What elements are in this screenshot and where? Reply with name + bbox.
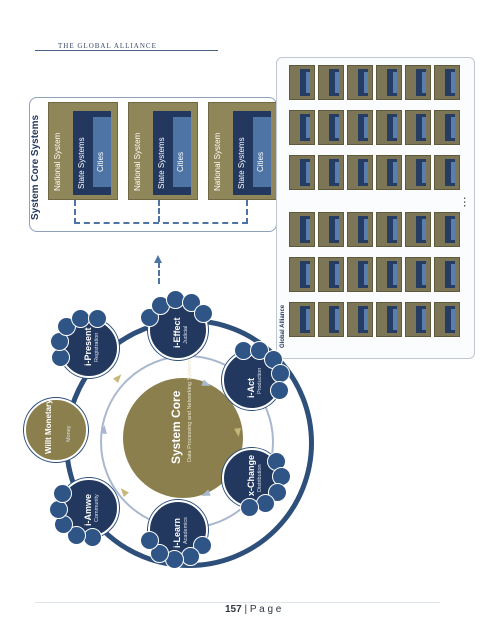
page-label: P a g e: [249, 604, 282, 615]
global-alliance-label: Global Alliance: [280, 304, 286, 348]
node-petal: [270, 380, 290, 400]
cities-box: Cities: [173, 117, 191, 187]
alliance-mini-system: [318, 110, 344, 145]
alliance-mini-system: [405, 212, 431, 247]
dashed-link-to-cycle: [158, 262, 160, 284]
national-system-label: National System: [213, 132, 222, 191]
alliance-mini-system: [289, 302, 315, 337]
alliance-mini-system: [405, 155, 431, 190]
node-title: i-Amwe: [83, 493, 93, 526]
node-title: x-Change: [246, 454, 256, 496]
cities-label: Cities: [176, 151, 185, 172]
node-subtitle: Money: [66, 425, 72, 442]
node-title: i-Effect: [172, 317, 182, 348]
node-title: i-Act: [246, 378, 256, 398]
dashed-connector-mid: [158, 200, 160, 222]
footer-rule: [35, 602, 440, 603]
node-petal: [150, 544, 170, 564]
alliance-mini-system: [405, 65, 431, 100]
alliance-mini-system: [318, 65, 344, 100]
alliance-mini-system: [347, 257, 373, 292]
system-core-title: System Core Systems: [30, 114, 41, 220]
node-petal: [140, 531, 160, 551]
alliance-mini-system: [434, 257, 460, 292]
node-subtitle: Judicial: [183, 325, 189, 344]
alliance-mini-system: [376, 302, 402, 337]
alliance-mini-system: [405, 302, 431, 337]
page-number: 157: [225, 604, 242, 615]
cities-box: Cities: [93, 117, 111, 187]
national-system-label: National System: [53, 132, 62, 191]
header-rule: [35, 50, 218, 51]
dashed-connector: [74, 200, 248, 224]
alliance-mini-system: [434, 155, 460, 190]
alliance-mini-system: [347, 302, 373, 337]
node-title: i-Learn: [172, 517, 182, 548]
alliance-mini-system: [434, 302, 460, 337]
node-petal: [193, 304, 213, 324]
alliance-mini-system: [347, 212, 373, 247]
node-petal: [87, 309, 107, 329]
alliance-mini-system: [318, 212, 344, 247]
alliance-mini-system: [289, 155, 315, 190]
alliance-mini-system: [318, 155, 344, 190]
page-separator: |: [244, 604, 248, 615]
alliance-mini-system: [434, 65, 460, 100]
system-tile-3: National System State Systems Cities: [208, 102, 278, 200]
alliance-mini-system: [289, 212, 315, 247]
system-core-title: System Core: [169, 390, 183, 464]
page-footer: 157 | P a g e: [225, 604, 281, 615]
node-petal: [67, 525, 87, 545]
cities-label: Cities: [96, 151, 105, 172]
state-systems-label: State Systems: [237, 137, 246, 189]
running-header: THE GLOBAL ALLIANCE: [58, 42, 157, 50]
alliance-mini-system: [434, 212, 460, 247]
state-systems-label: State Systems: [77, 137, 86, 189]
alliance-mini-system: [347, 155, 373, 190]
node-petal: [240, 497, 260, 517]
alliance-mini-system: [347, 65, 373, 100]
node-petal: [52, 483, 72, 503]
state-systems-label: State Systems: [157, 137, 166, 189]
system-core-subtitle: Data Processing and Networking Systems: [187, 359, 193, 462]
node-subtitle: Community: [94, 494, 100, 522]
node-title: Willt Monetary System: [44, 368, 53, 454]
alliance-mini-system: [405, 110, 431, 145]
cities-label: Cities: [256, 151, 265, 172]
alliance-mini-system: [376, 212, 402, 247]
node-subtitle: Registration: [94, 332, 100, 362]
alliance-mini-system: [289, 65, 315, 100]
alliance-mini-system: [347, 110, 373, 145]
cities-box: Cities: [253, 117, 271, 187]
node-subtitle: Academics: [183, 517, 189, 544]
node-petal: [50, 348, 70, 368]
up-arrow-icon: [154, 255, 162, 263]
alliance-mini-system: [405, 257, 431, 292]
alliance-mini-system: [318, 257, 344, 292]
node-subtitle: Production: [257, 367, 263, 394]
alliance-mini-system: [318, 302, 344, 337]
system-tile-2: National System State Systems Cities: [128, 102, 198, 200]
ellipsis: …: [461, 196, 475, 208]
node-title: i-Present: [83, 327, 93, 366]
alliance-mini-system: [376, 257, 402, 292]
node-petal: [83, 527, 103, 547]
node-monetary-system: Willt Monetary System Money: [24, 369, 88, 462]
national-system-label: National System: [133, 132, 142, 191]
alliance-mini-system: [289, 110, 315, 145]
node-petal: [49, 499, 69, 519]
alliance-mini-system: [376, 110, 402, 145]
alliance-mini-system: [434, 110, 460, 145]
system-tile-1: National System State Systems Cities: [48, 102, 118, 200]
node-subtitle: Distribution: [257, 464, 263, 492]
alliance-mini-system: [376, 65, 402, 100]
alliance-mini-system: [376, 155, 402, 190]
alliance-mini-system: [289, 257, 315, 292]
